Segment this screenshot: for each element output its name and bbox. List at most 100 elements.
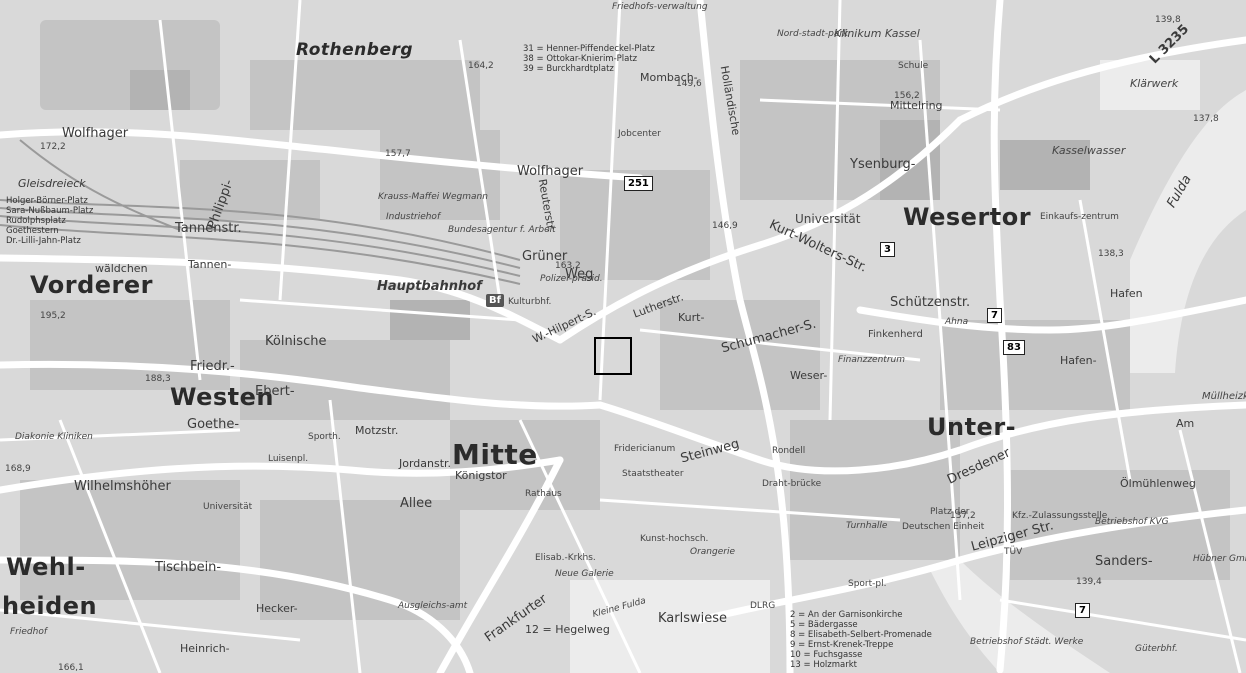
place-friedhof: Friedhof (10, 627, 48, 637)
place-polizei: Polizei-präsid. (540, 274, 603, 284)
place-turnhalle: Turnhalle (846, 521, 888, 531)
place-rondell: Rondell (772, 446, 806, 456)
place-hafen: Hafen (1110, 287, 1143, 300)
place-kfz: Kfz.-Zulassungsstelle (1012, 511, 1108, 521)
place-squares-list: Holger-Börner-Platz Sara-Nußbaum-Platz R… (6, 196, 94, 246)
street-waldchen: wäldchen (95, 262, 148, 275)
elevation-11: 188,3 (145, 374, 171, 384)
place-einkaufszentrum: Einkaufs-zentrum (1040, 212, 1119, 222)
place-dlrg: DLRG (750, 601, 776, 611)
place-finkenherd: Finkenherd (868, 329, 923, 340)
place-krauss-maffei: Krauss-Maffei Wegmann (378, 192, 488, 202)
street-friedrich: Friedr.- (190, 359, 235, 374)
street-am: Am (1176, 417, 1195, 430)
place-elisabeth-krankenhaus: Elisab.-Krkhs. (535, 553, 596, 563)
road-shield-251: 251 (624, 176, 653, 191)
district-heiden: heiden (2, 592, 98, 620)
place-ausgleichsamt: Ausgleichs-amt (398, 601, 468, 611)
elevation-12: 168,9 (5, 464, 31, 474)
street-weser: Weser- (790, 369, 828, 382)
place-friedhofsverwaltung: Friedhofs-verwaltung (612, 2, 708, 12)
street-olmuehlenweg: Ölmühlenweg (1120, 477, 1196, 490)
district-mitte: Mitte (452, 438, 538, 471)
place-klaerwerk: Klärwerk (1130, 77, 1179, 90)
place-hauptbahnhof: Hauptbahnhof (377, 279, 482, 294)
elevation-14: 156,2 (894, 91, 920, 101)
place-luisenpl: Luisenpl. (268, 454, 309, 464)
river-ahna: Ahna (945, 317, 969, 327)
place-universitaet-west: Universität (203, 502, 253, 512)
road-shield-7b: 7 (1075, 603, 1090, 618)
street-ysenburg: Ysenburg- (850, 157, 916, 172)
place-staatstheater: Staatstheater (622, 469, 684, 479)
elevation-2: 137,8 (1193, 114, 1219, 124)
elevation-1: 139,8 (1155, 15, 1181, 25)
road-shield-83: 83 (1003, 340, 1025, 355)
elevation-4: 137,2 (950, 511, 976, 521)
place-platz-der: Platz der (930, 507, 970, 517)
place-tuev: TÜV (1004, 547, 1023, 557)
place-sportplatz: Sport-pl. (848, 579, 887, 589)
street-hafen: Hafen- (1060, 354, 1097, 367)
road-shield-3: 3 (880, 242, 895, 257)
place-betriebshof-kvg: Betriebshof KVG (1095, 517, 1169, 527)
street-hegelweg: 12 = Hegelweg (525, 623, 610, 636)
street-kurt: Kurt- (678, 311, 705, 324)
road-shield-7: 7 (987, 308, 1002, 323)
street-koenigstor: Königstor (455, 469, 507, 482)
street-heinrich: Heinrich- (180, 642, 230, 655)
elevation-10: 195,2 (40, 311, 66, 321)
street-tannenstr: Tannenstr. (175, 221, 242, 236)
legend-top: 31 = Henner-Piffendeckel-Platz 38 = Otto… (523, 44, 655, 74)
place-muellheizkraftwerk: Müllheizkraftw. (1202, 391, 1246, 402)
place-orangerie: Orangerie (690, 547, 735, 557)
street-koelnische: Kölnische (265, 334, 327, 349)
elevation-16: 149,6 (676, 79, 702, 89)
street-tischbein: Tischbein- (155, 560, 222, 575)
district-vorderer: Vorderer (30, 271, 153, 299)
place-universitaet: Universität (795, 212, 861, 226)
street-allee: Allee (400, 496, 433, 511)
elevation-6: 157,7 (385, 149, 411, 159)
street-goethe: Goethe- (187, 417, 240, 432)
district-wesertor: Wesertor (903, 203, 1032, 231)
street-hecker: Hecker- (256, 602, 298, 615)
place-drahtbruecke: Draht-brücke (762, 479, 822, 489)
place-gleisdreieck: Gleisdreieck (18, 177, 86, 190)
place-industriehof: Industriehof (386, 212, 441, 222)
place-kunsthochschule: Kunst-hochsch. (640, 534, 709, 544)
place-kasselwasser: Kasselwasser (1052, 144, 1126, 157)
legend-bottom: 2 = An der Garnisonkirche 5 = Bädergasse… (790, 610, 932, 670)
street-weg: Weg (565, 267, 594, 282)
place-karlswiese: Karlswiese (658, 611, 728, 626)
place-fridericianum: Fridericianum (614, 444, 676, 454)
street-wolfhager: Wolfhager (517, 164, 584, 179)
street-motzstr: Motzstr. (355, 424, 399, 437)
place-rathaus: Rathaus (525, 489, 562, 499)
place-finanzzentrum: Finanzzentrum (838, 355, 905, 365)
district-westen: Westen (170, 383, 275, 411)
place-kulturbhf: Kulturbhf. (508, 297, 552, 307)
elevation-9: 172,2 (40, 142, 66, 152)
elevation-8: 146,9 (712, 221, 738, 231)
elevation-15: 164,2 (468, 61, 494, 71)
place-sporthalle: Sporth. (308, 432, 341, 442)
street-mittelring: Mittelring (890, 99, 943, 112)
elevation-3: 138,3 (1098, 249, 1124, 259)
place-diakonie: Diakonie Kliniken (15, 432, 93, 442)
place-gueterbhf: Güterbhf. (1135, 644, 1178, 654)
district-wehl: Wehl- (6, 553, 86, 581)
elevation-13: 166,1 (58, 663, 84, 673)
street-gruener: Grüner (522, 249, 568, 264)
place-huebner: Hübner GmbH (1193, 554, 1246, 564)
place-schule: Schule (898, 61, 929, 71)
selection-frame[interactable] (594, 337, 632, 375)
street-sanders: Sanders- (1095, 554, 1153, 569)
street-wolfhager-west: Wolfhager (62, 126, 129, 141)
street-tannen: Tannen- (188, 258, 232, 271)
district-rothenberg: Rothenberg (296, 40, 414, 60)
street-mombach: Mombach- (640, 71, 698, 84)
street-wilhelmshoeher: Wilhelmshöher (74, 479, 171, 494)
